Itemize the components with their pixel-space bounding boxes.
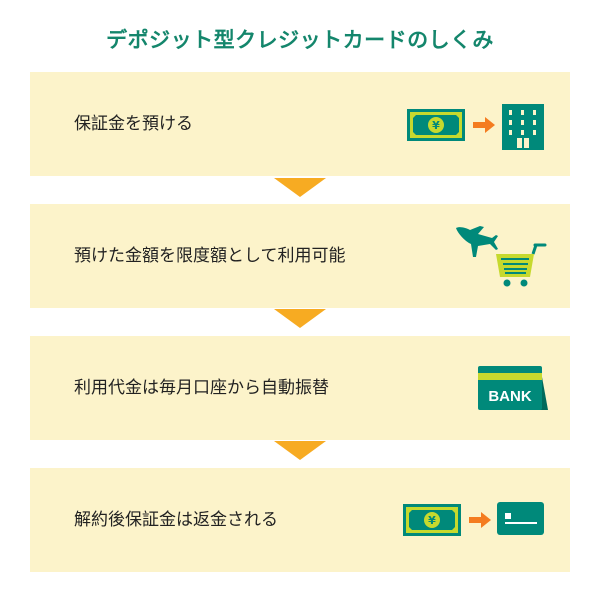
bank-card-icon: BANK	[478, 366, 548, 410]
credit-card-icon	[497, 502, 544, 535]
step-label: 預けた金額を限度額として利用可能	[74, 246, 346, 266]
step-2-panel: 預けた金額を限度額として利用可能	[30, 204, 570, 308]
svg-text:¥: ¥	[432, 119, 440, 132]
banknote-icon: ¥	[407, 109, 465, 141]
step-label: 利用代金は毎月口座から自動振替	[74, 378, 329, 398]
arrow-right-icon	[469, 512, 491, 528]
step-label: 保証金を預ける	[74, 114, 193, 134]
shopping-cart-icon	[496, 243, 547, 287]
airplane-icon	[456, 226, 498, 257]
svg-text:BANK: BANK	[488, 388, 531, 405]
step-4-panel: 解約後保証金は返金される ¥	[30, 468, 570, 572]
step-3-panel: 利用代金は毎月口座から自動振替 BANK	[30, 336, 570, 440]
step-1-panel: 保証金を預ける ¥	[30, 72, 570, 176]
down-arrow-2	[274, 309, 326, 328]
diagram-title: デポジット型クレジットカードのしくみ	[106, 28, 494, 52]
banknote-icon: ¥	[403, 504, 461, 536]
arrow-right-icon	[473, 117, 495, 133]
svg-text:¥: ¥	[428, 514, 436, 527]
building-icon	[502, 104, 544, 150]
down-arrow-1	[274, 178, 326, 197]
down-arrow-3	[274, 441, 326, 460]
step-label: 解約後保証金は返金される	[74, 510, 278, 530]
